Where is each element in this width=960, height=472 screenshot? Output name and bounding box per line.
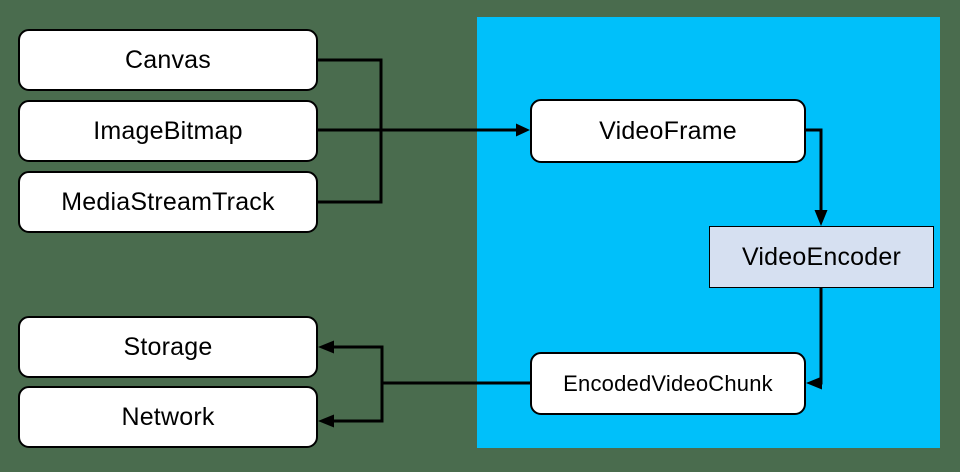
- node-storage-label: Storage: [123, 332, 213, 361]
- node-network-label: Network: [121, 402, 215, 431]
- arrowhead-storage: [318, 340, 334, 354]
- node-video-encoder[interactable]: VideoEncoder: [709, 226, 934, 288]
- node-image-bitmap-label: ImageBitmap: [93, 116, 243, 145]
- node-storage[interactable]: Storage: [18, 316, 318, 378]
- node-network[interactable]: Network: [18, 386, 318, 448]
- node-video-encoder-label: VideoEncoder: [741, 242, 901, 271]
- arrowhead-network: [318, 414, 334, 428]
- node-video-frame[interactable]: VideoFrame: [530, 99, 806, 163]
- node-video-frame-label: VideoFrame: [599, 116, 737, 145]
- node-media-stream-track-label: MediaStreamTrack: [61, 187, 275, 216]
- node-image-bitmap[interactable]: ImageBitmap: [18, 100, 318, 162]
- node-media-stream-track[interactable]: MediaStreamTrack: [18, 171, 318, 233]
- node-canvas-label: Canvas: [125, 45, 211, 74]
- node-canvas[interactable]: Canvas: [18, 29, 318, 91]
- node-encoded-video-chunk-label: EncodedVideoChunk: [563, 370, 773, 396]
- node-encoded-video-chunk[interactable]: EncodedVideoChunk: [530, 352, 806, 415]
